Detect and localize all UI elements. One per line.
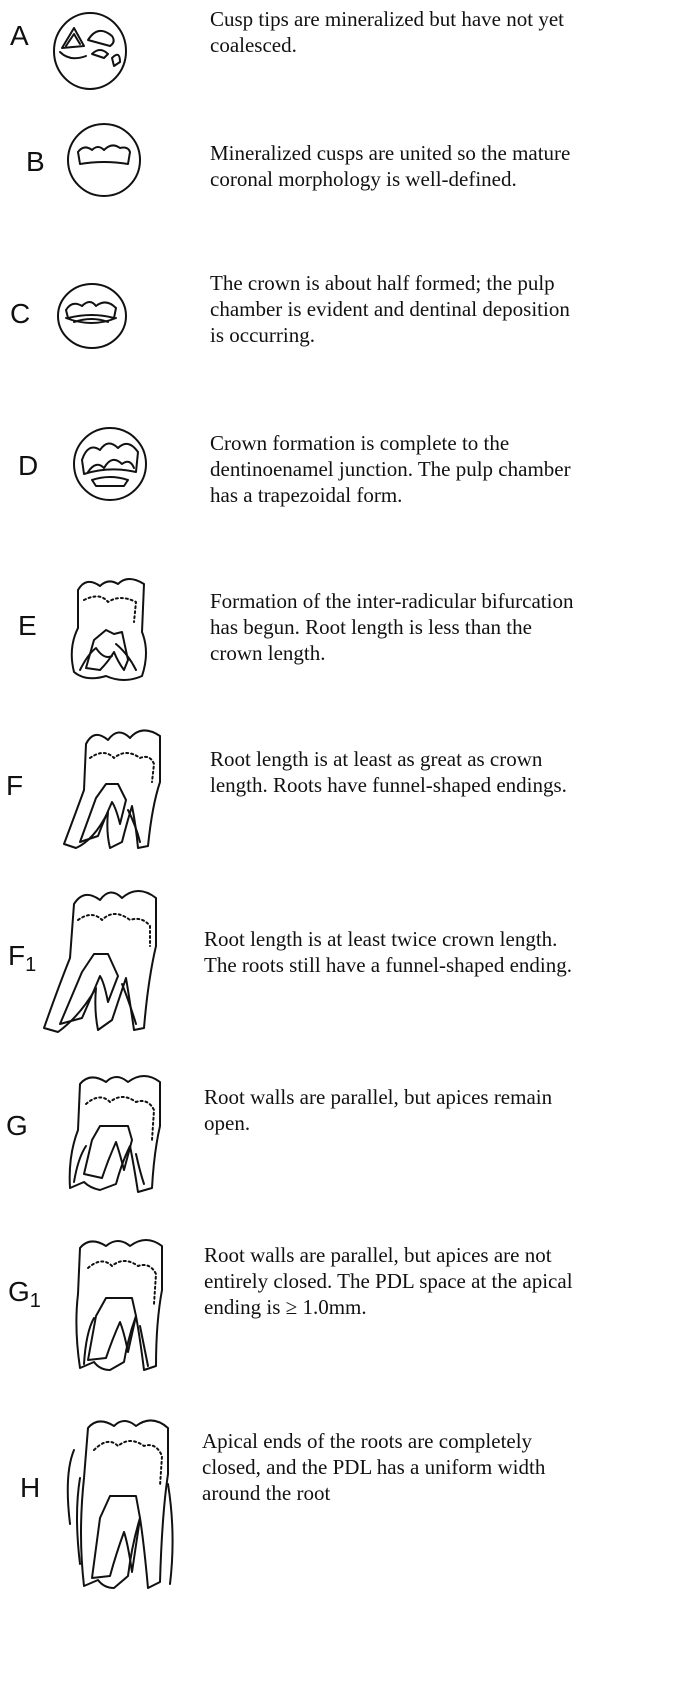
stage-g-description: Root walls are parallel, but apices rema… xyxy=(204,1084,552,1136)
stage-e-label: E xyxy=(18,612,37,640)
stage-f-label: F xyxy=(6,772,23,800)
stage-c-description: The crown is about half formed; the pulp… xyxy=(210,270,570,348)
stage-e-description: Formation of the inter-radicular bifurca… xyxy=(210,588,573,666)
stage-a-description: Cusp tips are mineralized but have not y… xyxy=(210,6,564,58)
stage-c-label: C xyxy=(10,300,30,328)
stage-e-tooth-drawing xyxy=(64,572,158,690)
stage-c-tooth-drawing xyxy=(54,278,134,358)
stage-b-description: Mineralized cusps are united so the matu… xyxy=(210,140,570,192)
stage-f-description: Root length is at least as great as crow… xyxy=(210,746,567,798)
stage-h-label: H xyxy=(20,1474,40,1502)
stage-g1-label: G1 xyxy=(8,1278,41,1311)
stage-f1-description: Root length is at least twice crown leng… xyxy=(204,926,572,978)
stage-b-label: B xyxy=(26,148,45,176)
stage-f1-label: F1 xyxy=(8,942,36,975)
stage-a-label: A xyxy=(10,22,29,50)
stage-g1-tooth-drawing xyxy=(66,1234,172,1376)
stage-d-description: Crown formation is complete to the denti… xyxy=(210,430,571,508)
stage-g-tooth-drawing xyxy=(60,1070,170,1198)
stage-h-description: Apical ends of the roots are completely … xyxy=(202,1428,545,1506)
stage-g-label: G xyxy=(6,1112,28,1140)
stage-d-tooth-drawing xyxy=(72,424,152,504)
stage-b-tooth-drawing xyxy=(64,120,144,200)
stage-f-tooth-drawing xyxy=(56,724,172,856)
stage-h-tooth-drawing xyxy=(58,1414,176,1594)
stage-a-tooth-drawing xyxy=(50,6,130,96)
stage-g1-description: Root walls are parallel, but apices are … xyxy=(204,1242,573,1320)
stage-f1-tooth-drawing xyxy=(38,884,168,1036)
stage-d-label: D xyxy=(18,452,38,480)
